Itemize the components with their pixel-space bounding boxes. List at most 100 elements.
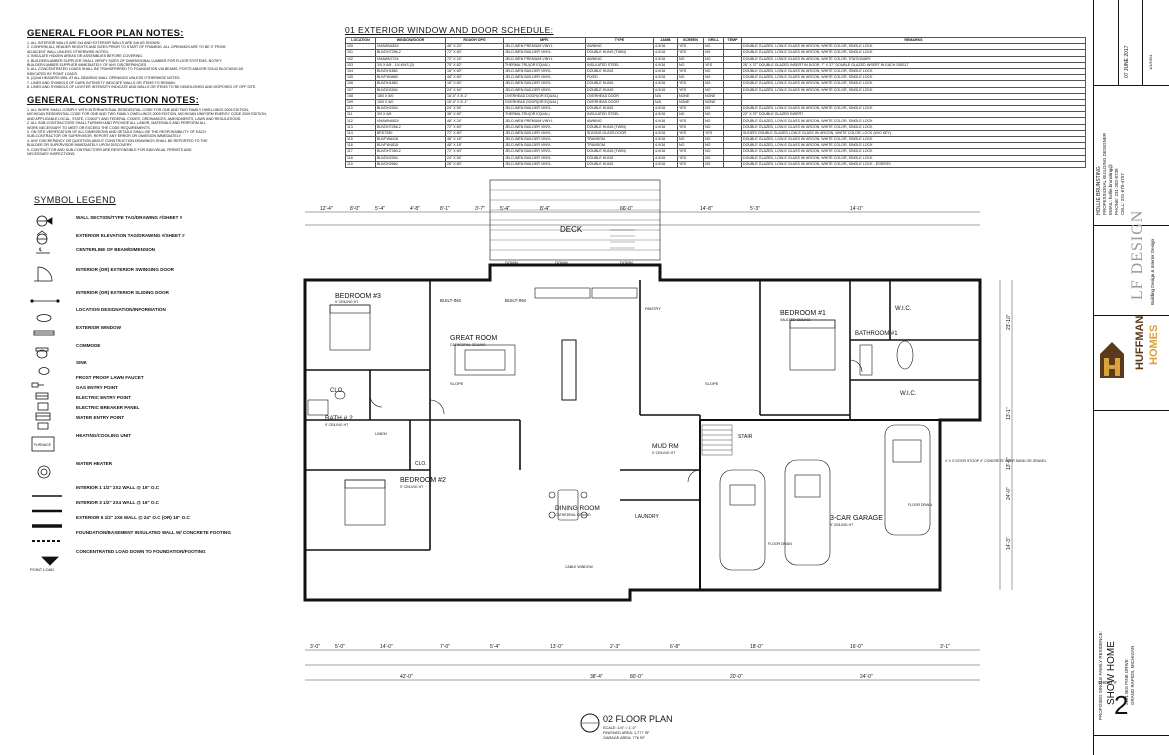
dimension-label: 38'-4" <box>590 674 603 680</box>
designer-phone: PHONE: 231-282-8730 <box>1114 168 1119 215</box>
dimension-label: 5'-4" <box>375 206 385 212</box>
note-line: 2. CONFIRM ALL HEADER HEIGHTS AND SIZES … <box>27 45 226 50</box>
note-line: 2. ALL SUB-CONTRACTORS SHALL FURNISH AND… <box>27 121 207 126</box>
legend-item-label: ELECTRIC ENTRY POINT <box>76 395 131 400</box>
dimension-label: 8'-1" <box>440 206 450 212</box>
house-exterior-wall <box>303 263 982 602</box>
dimension-label: 2'-3" <box>610 644 620 650</box>
floor-drain1-label: FLOOR DRAIN <box>768 542 792 546</box>
legend-item-label: LOCATION DESIGNATION/INFORMATION <box>76 307 166 312</box>
note-line: AND APPLICABLE LOCAL, STATE, COUNTY AND … <box>27 116 242 121</box>
project-city: GRAND RAPIDS, MICHIGAN <box>1130 645 1135 705</box>
bedroom3-sub: 9' CEILING HT <box>335 300 359 304</box>
dimension-label: 5'-0" <box>335 644 345 650</box>
dimension-label: 14'-0" <box>850 206 863 212</box>
furnace-label: FURNACE <box>34 443 52 447</box>
dimension-label: 5'-3" <box>750 206 760 212</box>
point-load-label: POINT LOAD <box>30 567 54 572</box>
note-line: WORK NECESSARY TO MEET OR EXCEED THE COD… <box>27 125 151 130</box>
company-name-2: HOMES <box>1148 324 1160 365</box>
legend-item-label: WATER ENTRY POINT <box>76 415 125 420</box>
legend-item-label: CONCENTRATED LOAD DOWN TO FOUNDATION/FOO… <box>76 549 206 554</box>
slope1-label: SLOPE <box>450 381 464 386</box>
legend-item-label: FOUNDATION/BASEMENT INSULATED WALL W/ CO… <box>76 530 231 535</box>
bedroom1-label: BEDROOM #1 <box>780 310 826 317</box>
note-line: 4. ANY DISCREPANCY OR QUESTION ABOUT CON… <box>27 138 208 143</box>
schedule-cell: 26" X 60" <box>445 160 504 168</box>
schedule-cell: JELD-WEN BUILDER VINYL <box>503 160 586 168</box>
dimension-label: 66'-0" <box>620 206 633 212</box>
dimension-label: 4'-8" <box>410 206 420 212</box>
plan-title: 02 FLOOR PLAN <box>603 714 673 724</box>
sheet-label: SHEET # <box>1098 680 1117 685</box>
slope2-label: SLOPE <box>705 381 719 386</box>
dimension-label: 7'-0" <box>440 644 450 650</box>
note-line: 1. ALL WORK SHALL COMPLY WITH INTERNATIO… <box>27 108 249 112</box>
cable-window-label: CABLE WINDOW <box>565 565 594 569</box>
great-room-label: GREAT ROOM <box>450 335 497 342</box>
dimension-label: 16'-0" <box>850 644 863 650</box>
schedule-title: 01 EXTERIOR WINDOW AND DOOR SCHEDULE: <box>345 25 554 35</box>
legend-item-label: INTERIOR (OR) EXTERIOR SWINGING DOOR <box>76 267 175 272</box>
note-line: BUILDER OR SUPERVISOR IMMEDIATELY UPON D… <box>27 143 133 148</box>
bedroom1-sub: VAULTED CEILING <box>780 318 811 322</box>
construction-notes-title: GENERAL CONSTRUCTION NOTES: <box>27 95 200 106</box>
title-rev: 1/1/1901 <box>1148 54 1153 70</box>
huffman-logo-mark <box>1100 342 1124 378</box>
dimension-label: 3'-7" <box>475 206 485 212</box>
plan-garage-area: GARAGE AREA: 776 SF <box>603 736 645 740</box>
title-block: 07 JUNE 2017 1/1/1901 HOLLIE BRUNSTING P… <box>1093 0 1169 755</box>
dining-label: DINING ROOM <box>555 505 600 512</box>
legend-item-label: CENTERLINE OF BEAM/DIMENSION <box>76 247 156 252</box>
down2-label: DOWN <box>555 260 568 265</box>
bathroom1-label: BATHROOM #1 <box>855 331 898 337</box>
bedroom2-label: BEDROOM #2 <box>400 477 446 484</box>
stair-label: STAIR <box>738 434 753 440</box>
brand-logo: LF DESIGN <box>1129 209 1146 300</box>
bedroom2-sub: 9' CEILING HT <box>400 485 424 489</box>
wic2-label: W.I.C. <box>900 391 917 397</box>
dimension-label: 14'-0" <box>380 644 393 650</box>
dining-sub: CATHEDRAL CEILING <box>555 513 591 517</box>
floor-notes-list: 1. ALL INTERIOR WALLS ARE 2x4 AND EXTERI… <box>27 41 327 89</box>
garage-sub: 9' CEILING HT <box>830 523 854 527</box>
schedule-cell: NO <box>703 160 724 168</box>
dimension-label: 23'-10" <box>1006 314 1012 330</box>
dimension-label: 6'-8" <box>670 644 680 650</box>
legend-item-label: HEATING/COOLING UNIT <box>76 433 132 438</box>
wic1-label: W.I.C. <box>895 306 912 312</box>
mudrm-sub: 9' CEILING HT <box>652 451 676 455</box>
note-line: 3. INSULATE HIDDEN AREAS OR ASSEMBLIES B… <box>27 54 143 59</box>
schedule-cell: YES <box>677 160 704 168</box>
dimension-label: 80'-0" <box>630 674 643 680</box>
legend-item-label: ELECTRIC BREAKER PANEL <box>76 405 140 410</box>
note-line: BUILDER/LUMBER SUPPLIER IMMEDIATELY OF A… <box>27 63 148 68</box>
legend-item-label: SINK <box>76 360 87 365</box>
legend-item-label: INTERIOR (OR) EXTERIOR SLIDING DOOR <box>76 290 169 295</box>
legend-item-label: GAS ENTRY POINT <box>76 385 118 390</box>
schedule-cell: 119 <box>345 160 376 168</box>
dimension-label: 8'-0" <box>350 206 360 212</box>
note-line: INDICATED BY POINT LOADS. <box>27 71 78 76</box>
stoop-note: 4' X 3' DOOR STOOP 4" CONCRETE OVER SAND… <box>945 459 1047 463</box>
floor-plan-drawing: DECK GREAT ROOM CATHEDRAL CEILING BEDROO… <box>303 179 1047 740</box>
legend-item-label: EXTERIOR 5 1/2" 2X6 WALL @ 24" O.C (OR) … <box>76 515 190 520</box>
schedule-cell: DOUBLE GLAZED, LOW-E GLASS W/ ARGON, WHI… <box>741 160 1086 168</box>
plan-scale: SCALE: 1/4" = 1'-0" <box>603 726 637 730</box>
note-line: 6. (2)2x6 HEADERS MIN. AT ALL BEARING WA… <box>27 76 181 81</box>
company-name-1: HUFFMAN <box>1134 315 1146 370</box>
bath2-label: BATH # 2 <box>325 415 353 422</box>
floor-notes-title: GENERAL FLOOR PLAN NOTES: <box>27 28 184 39</box>
dimension-label: 12'-4" <box>320 206 333 212</box>
legend-title: SYMBOL LEGEND <box>34 195 116 205</box>
linen-label: LINEN <box>375 431 387 436</box>
schedule-cell <box>723 160 742 168</box>
dimension-label: 20'-0" <box>730 674 743 680</box>
construction-notes-list: 1. ALL WORK SHALL COMPLY WITH INTERNATIO… <box>27 108 327 156</box>
